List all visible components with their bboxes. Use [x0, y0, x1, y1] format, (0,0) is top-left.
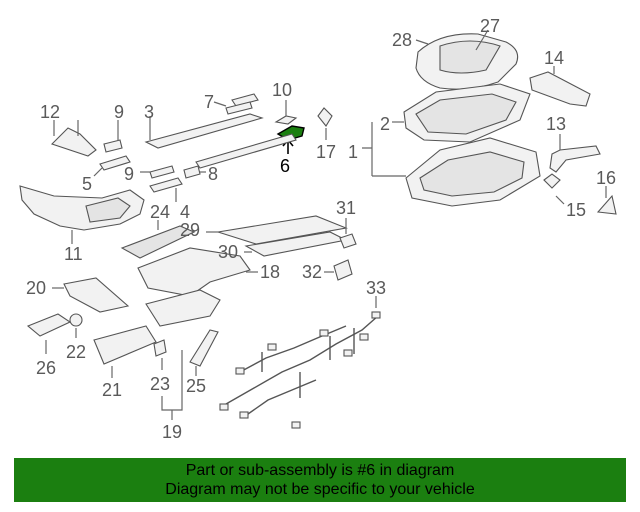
trim-strip-10-part — [274, 100, 298, 125]
banner-line-part-number: Part or sub-assembly is #6 in diagram — [185, 462, 455, 479]
callout-7: 7 — [204, 92, 214, 112]
callout-17: 17 — [316, 142, 336, 162]
trim-9-part — [103, 120, 175, 179]
seat-frame-upper-part — [392, 83, 531, 143]
callout-25: 25 — [186, 376, 206, 396]
callout-9a: 9 — [114, 102, 124, 122]
callout-23: 23 — [150, 374, 170, 394]
callout-28: 28 — [392, 30, 412, 50]
side-shield-11-part — [19, 185, 145, 244]
callout-16: 16 — [596, 168, 616, 188]
knob-17-part — [317, 107, 333, 140]
clip-15-part — [543, 173, 565, 205]
cover-16-part — [596, 186, 617, 215]
track-3-part — [144, 113, 297, 169]
rail-13-part — [549, 134, 601, 173]
callout-22: 22 — [66, 342, 86, 362]
frame-18-part — [137, 247, 258, 327]
box-26-part — [26, 313, 72, 354]
callout-13: 13 — [546, 114, 566, 134]
grille-24-part — [120, 220, 196, 259]
callout-24: 24 — [150, 202, 170, 222]
callout-11: 11 — [64, 244, 83, 264]
ring-22-part — [69, 313, 83, 338]
callout-10: 10 — [272, 80, 292, 100]
callout-14: 14 — [544, 48, 564, 68]
callout-20: 20 — [26, 278, 46, 298]
callout-30: 30 — [218, 242, 238, 262]
callout-33: 33 — [366, 278, 386, 298]
callout-19: 19 — [162, 422, 182, 442]
callout-26: 26 — [36, 358, 56, 378]
callout-3: 3 — [144, 102, 154, 122]
bracket-12-part — [50, 120, 97, 157]
trim-7-part — [213, 93, 259, 115]
callout-27: 27 — [480, 16, 500, 36]
callout-32: 32 — [302, 262, 322, 282]
parts-diagram: 28 27 14 10 7 9 3 12 2 13 17 1 6 9 8 5 1… — [19, 16, 617, 442]
callout-21: 21 — [102, 380, 122, 400]
trim-4-part — [149, 177, 183, 202]
callout-9b: 9 — [124, 164, 134, 184]
callout-6: 6 — [280, 156, 290, 176]
callout-2: 2 — [380, 114, 390, 134]
callout-1: 1 — [348, 142, 358, 162]
cover-20-part — [52, 277, 130, 313]
trim-8-part — [183, 165, 206, 179]
banner-line-disclaimer: Diagram may not be specific to your vehi… — [165, 481, 475, 498]
bracket-14-part — [529, 66, 591, 107]
clip-23-part — [153, 339, 167, 370]
callout-29: 29 — [180, 220, 200, 240]
callout-5: 5 — [82, 174, 92, 194]
leader-19 — [161, 350, 183, 420]
bracket-32-part — [324, 259, 353, 281]
side-cover-21-part — [93, 325, 157, 378]
callout-15: 15 — [566, 200, 586, 220]
trim-25-part — [189, 329, 219, 376]
callout-18: 18 — [260, 262, 280, 282]
callout-4: 4 — [180, 202, 190, 222]
trim-5-part — [93, 155, 131, 177]
seat-cushion-part — [415, 29, 519, 90]
callout-31: 31 — [336, 198, 356, 218]
seat-frame-lower-part — [362, 122, 541, 207]
wiring-harness-33-part — [219, 296, 381, 429]
callout-12: 12 — [40, 102, 60, 122]
highlight-info-banner: Part or sub-assembly is #6 in diagram Di… — [14, 458, 626, 502]
switch-31-part — [339, 218, 357, 249]
callout-8: 8 — [208, 164, 218, 184]
